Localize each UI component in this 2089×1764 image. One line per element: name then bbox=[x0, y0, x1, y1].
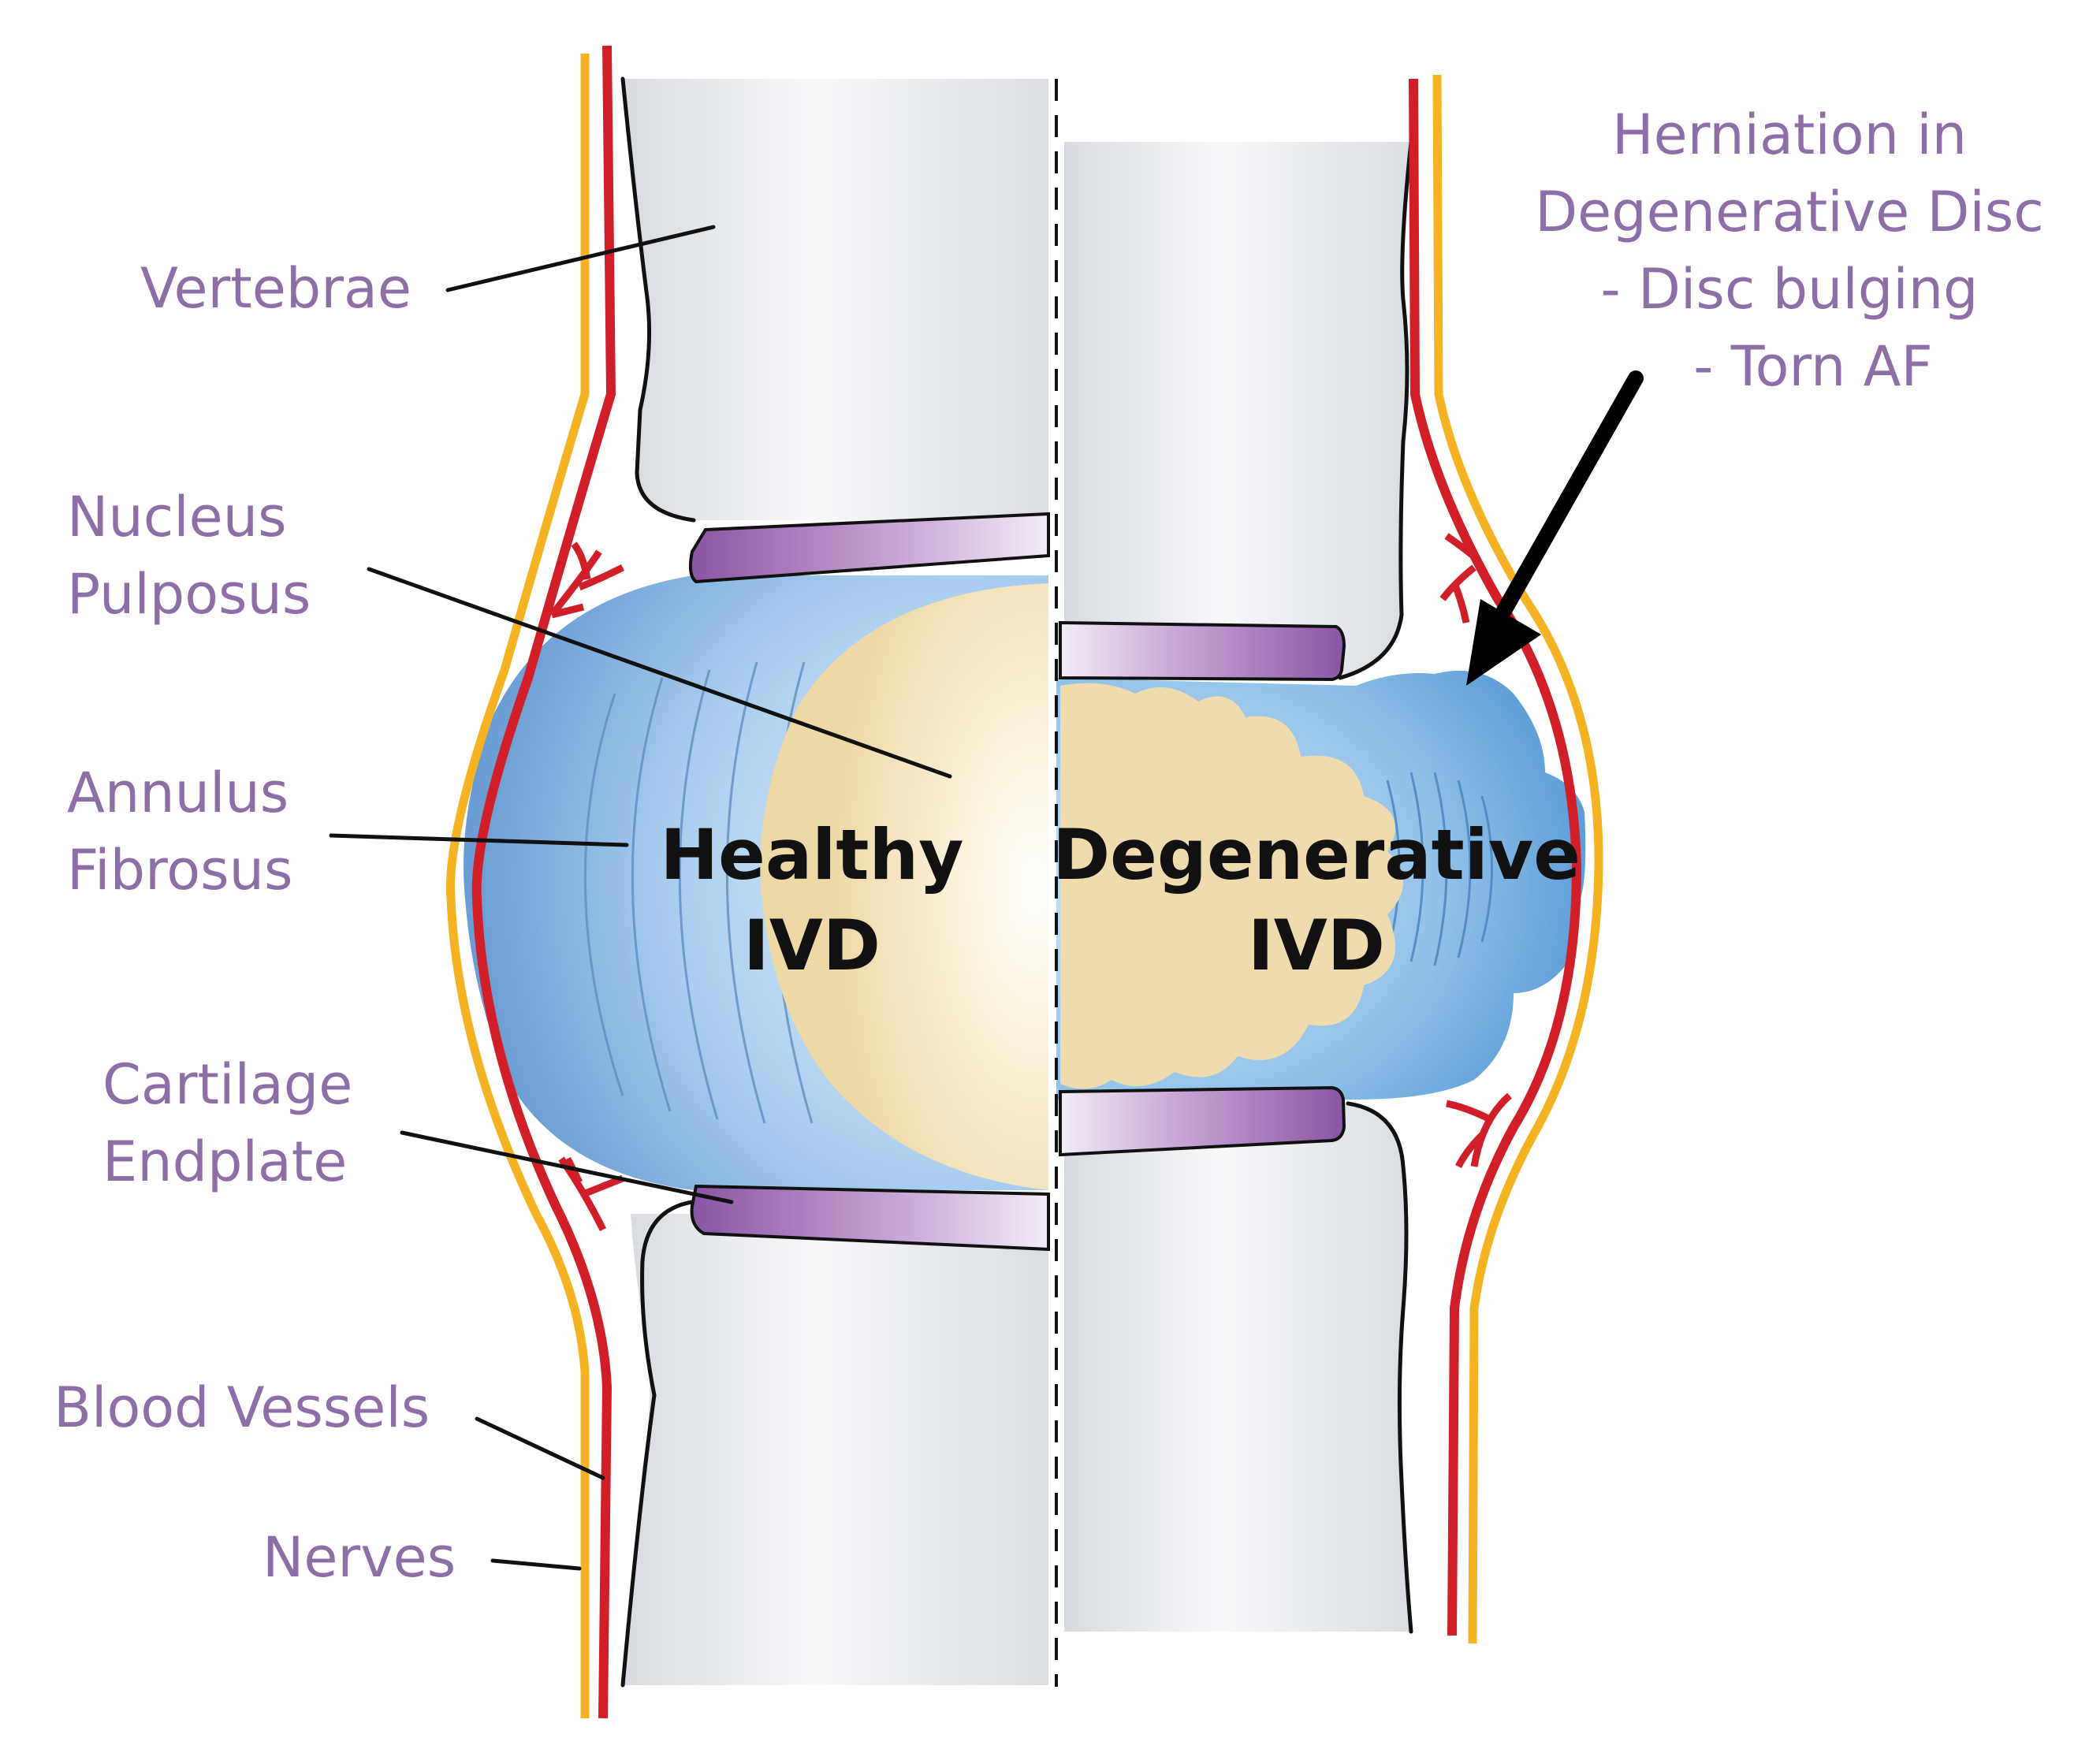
leader-annulus bbox=[329, 833, 629, 847]
herniation-line4: - Torn AF bbox=[1693, 334, 1933, 399]
herniation-arrow bbox=[1466, 370, 1644, 686]
vessel-branches-right bbox=[1439, 533, 1512, 1169]
herniation-line3: - Disc bulging bbox=[1601, 257, 1979, 322]
leader-vertebrae bbox=[445, 225, 716, 292]
label-nucleus-line1: Nucleus bbox=[67, 485, 287, 549]
healthy-ivd-label: Healthy bbox=[661, 814, 964, 895]
leader-cartilage bbox=[400, 1130, 734, 1204]
annulus-lamellae-degenerative bbox=[1386, 772, 1493, 966]
lower-vertebra-degenerative bbox=[1064, 1103, 1411, 1632]
label-blood-vessels: Blood Vessels bbox=[54, 1375, 430, 1440]
herniation-line1: Herniation in bbox=[1612, 102, 1967, 167]
lower-vertebra-healthy bbox=[623, 1214, 1048, 1685]
blood-vessel-right bbox=[1409, 78, 1582, 1636]
label-nerves: Nerves bbox=[263, 1525, 456, 1590]
upper-vertebra-degenerative bbox=[1064, 142, 1411, 678]
healthy-ivd-label-2: IVD bbox=[743, 905, 881, 986]
upper-endplate-healthy bbox=[688, 512, 1050, 584]
herniation-line2: Degenerative Disc bbox=[1535, 180, 2044, 244]
label-nucleus-line2: Pulposus bbox=[67, 562, 311, 627]
upper-endplate-degenerative bbox=[1059, 620, 1346, 682]
leader-lines bbox=[329, 225, 952, 1571]
lower-endplate-degenerative bbox=[1059, 1085, 1346, 1157]
degenerative-ivd-label: Degenerative bbox=[1052, 814, 1581, 895]
degenerative-ivd-label-2: IVD bbox=[1248, 905, 1385, 986]
leader-nerves bbox=[490, 1558, 582, 1571]
nerve-right bbox=[1432, 74, 1603, 1644]
label-vertebrae: Vertebrae bbox=[140, 256, 411, 321]
nucleus-pulposus-degenerative bbox=[1060, 683, 1403, 1089]
blood-vessel-left bbox=[471, 45, 616, 1719]
nerve-left bbox=[445, 54, 590, 1718]
degenerative-side bbox=[1056, 74, 1603, 1644]
label-annulus-line1: Annulus bbox=[67, 761, 289, 825]
leader-nucleus bbox=[367, 567, 952, 779]
label-annulus-line2: Fibrosus bbox=[67, 838, 292, 902]
upper-vertebra-healthy bbox=[623, 79, 1048, 520]
label-cartilage-line2: Endplate bbox=[102, 1129, 347, 1194]
lower-endplate-healthy bbox=[690, 1184, 1050, 1252]
label-cartilage-line1: Cartilage bbox=[102, 1052, 352, 1117]
leader-blood-vessels bbox=[475, 1416, 605, 1480]
